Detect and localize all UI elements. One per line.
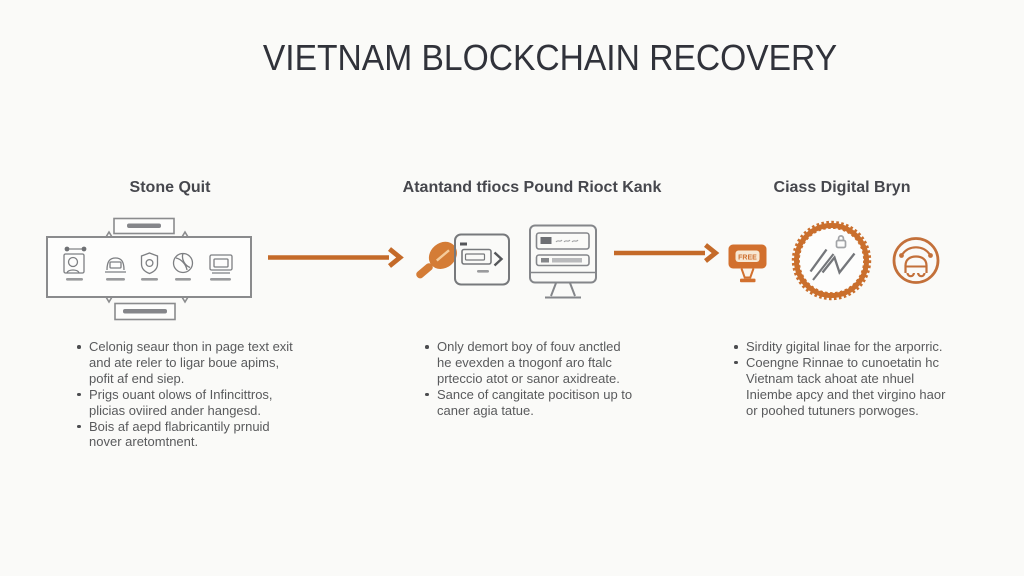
- svg-text:FREE: FREE: [738, 255, 757, 262]
